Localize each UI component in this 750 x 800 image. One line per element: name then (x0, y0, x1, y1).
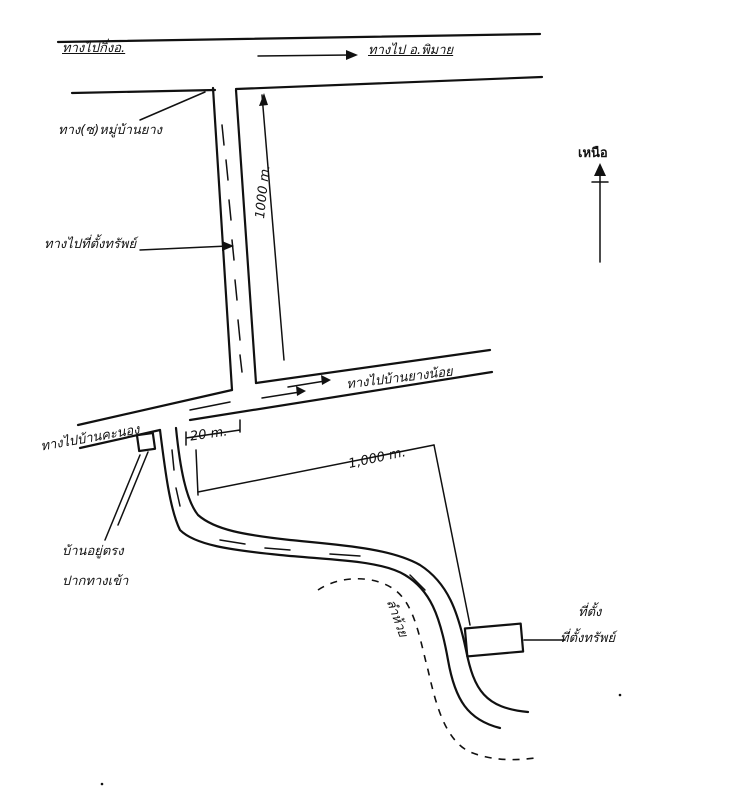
water-dashed-line (317, 577, 536, 761)
mid-road-lower-edge-right (188, 370, 494, 422)
vertical-road-route-arrows (221, 124, 243, 373)
north-arrowhead (594, 163, 606, 176)
access-road-right-edge (174, 426, 530, 714)
landmark-house (135, 431, 157, 453)
to-site-pointer (139, 245, 229, 251)
long-distance-bracket-right (433, 444, 471, 626)
mid-road-arrowhead-2 (321, 375, 331, 385)
house-pointer-line-1 (117, 451, 149, 526)
label-to-site-road: ทางไปที่ตั้งทรัพย์ (44, 237, 137, 252)
long-distance-bracket-left (195, 449, 199, 496)
label-branch-village-road: ทาง(ซ)หมู่บ้านยาง (58, 123, 163, 138)
label-road-top-right: ทางไป อ.พิมาย (368, 43, 454, 58)
top-road-arrowhead (346, 50, 358, 60)
access-road-left-edge (158, 428, 502, 730)
label-landmark-house-line1: บ้านอยู่ตรง (62, 544, 124, 559)
stray-dot-2 (100, 782, 104, 786)
mid-road-upper-edge-left (76, 388, 234, 427)
access-road-route-arrows (171, 449, 426, 591)
vertical-road-left-edge (211, 86, 234, 392)
mid-road-arrow-3 (189, 401, 231, 411)
vertical-road-right-edge (234, 88, 258, 385)
top-road-lower-edge-right (234, 75, 544, 91)
mid-road-arrowhead-1 (296, 386, 306, 396)
short-distance-marker (185, 419, 241, 446)
mid-road-upper-edge-right (254, 348, 492, 385)
label-site-line1: ที่ตั้ง (578, 605, 602, 620)
top-road-lower-edge-left (70, 88, 217, 95)
label-north: เหนือ (578, 146, 608, 161)
to-site-pointer-arrowhead (222, 241, 234, 251)
house-pointer-line-2 (104, 454, 141, 541)
label-road-top-left: ทางไปกิ่งอ. (62, 41, 126, 56)
long-distance-bracket-top (197, 444, 435, 493)
village-pointer (139, 91, 206, 121)
property-site-box (463, 622, 525, 658)
label-site-line2: ที่ตั้งทรัพย์ (560, 631, 616, 646)
vertical-distance-line (261, 94, 285, 361)
top-road-upper-edge (56, 32, 542, 44)
mid-road-arrow-1 (261, 391, 301, 399)
label-landmark-house-line2: ปากทางเข้า (62, 574, 129, 589)
vertical-distance-arrowhead (259, 93, 268, 106)
mid-road-arrow-2 (287, 380, 326, 388)
stray-dot-1 (618, 693, 622, 697)
top-road-arrow (257, 54, 351, 57)
